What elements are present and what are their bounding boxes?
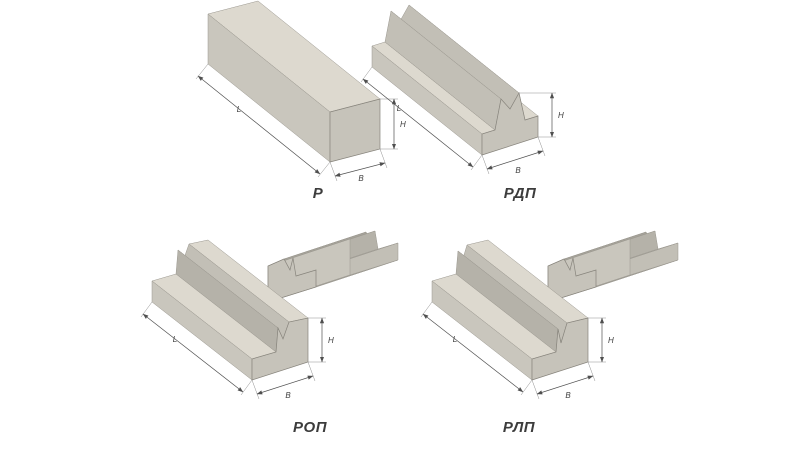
dimension-line	[486, 150, 544, 170]
rlp-section-piece	[547, 230, 679, 303]
beam-rdp-dim-width: B	[481, 136, 546, 175]
dim-label-height: H	[400, 120, 406, 129]
beam-rop-group: L H B	[140, 230, 399, 400]
extension-line	[140, 301, 153, 318]
extension-line	[520, 379, 533, 396]
beam-rlp-dim-height: H	[588, 317, 614, 363]
beam-rlp-dim-length: L	[420, 301, 533, 396]
dim-label-width: B	[285, 391, 291, 400]
dimension-line	[422, 313, 524, 393]
dimension-line	[362, 78, 474, 168]
extension-line	[481, 154, 490, 175]
beam-rop-dim-height: H	[308, 317, 334, 363]
rlp-piece-end-face	[547, 257, 597, 303]
beam-rdp-group: L H B	[360, 4, 564, 175]
dim-label-height: H	[558, 111, 564, 120]
beam-rdp-dim-length: L	[360, 66, 483, 171]
dim-label-length: L	[397, 104, 401, 113]
extension-line	[317, 161, 331, 178]
dim-label-width: B	[515, 166, 521, 175]
beam-rlp-dim-width: B	[531, 361, 596, 400]
dim-label-width: B	[358, 174, 364, 183]
dim-label-width: B	[565, 391, 571, 400]
extension-line	[240, 379, 253, 396]
extension-line	[195, 63, 209, 80]
beam-r-group: L H B	[195, 0, 406, 183]
dim-label-height: H	[608, 336, 614, 345]
beam-rop-type-label: РОП	[293, 419, 328, 436]
beam-r-dim-length: L	[195, 63, 331, 178]
beam-rop-dim-width: B	[251, 361, 316, 400]
extension-line	[470, 154, 483, 171]
dimension-line	[256, 375, 314, 395]
rdp-end-face	[481, 92, 539, 156]
rop-end-face	[251, 317, 309, 381]
extension-line	[360, 66, 373, 83]
extension-line	[379, 148, 388, 169]
beam-rdp-dim-height: H	[519, 92, 564, 138]
extension-line	[537, 136, 546, 157]
extension-line	[420, 301, 433, 318]
dimension-line	[197, 75, 321, 175]
dim-label-length: L	[173, 335, 177, 344]
beam-rop-dim-length: L	[140, 301, 253, 396]
beam-rlp-type-label: РЛП	[503, 419, 536, 436]
rlp-end-face	[531, 317, 589, 381]
extension-line	[587, 361, 596, 382]
extension-line	[251, 379, 260, 400]
extension-line	[307, 361, 316, 382]
dimension-line	[142, 313, 244, 393]
dim-label-length: L	[237, 105, 241, 114]
extension-line	[531, 379, 540, 400]
beam-rlp-group: L H B	[420, 230, 679, 400]
dimension-line	[536, 375, 594, 395]
beam-rdp-type-label: РДП	[504, 185, 537, 202]
rop-section-piece	[267, 230, 399, 303]
beam-r-type-label: Р	[313, 185, 324, 202]
extension-line	[329, 161, 338, 182]
dim-label-length: L	[453, 335, 457, 344]
beam-r-dim-height: H	[380, 98, 406, 150]
dim-label-height: H	[328, 336, 334, 345]
rop-piece-end-face	[267, 257, 317, 303]
